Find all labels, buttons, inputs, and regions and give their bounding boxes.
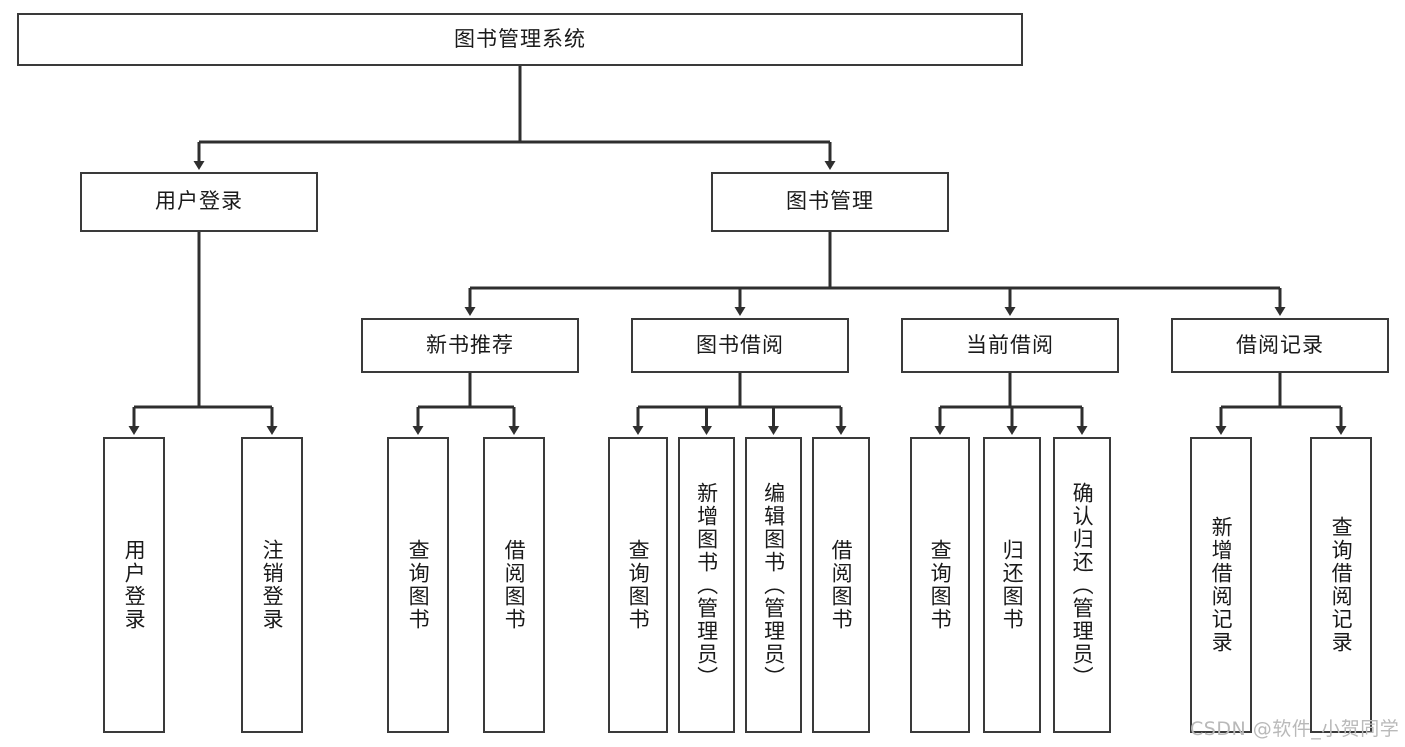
node-leaf-user-login[interactable]: 用户登录 — [103, 437, 165, 733]
node-root[interactable]: 图书管理系统 — [17, 13, 1023, 66]
node-label: 查询图书 — [626, 539, 651, 631]
node-label: 借阅图书 — [829, 539, 854, 631]
node-label: 图书管理系统 — [454, 26, 586, 51]
node-leaf-query-record[interactable]: 查询借阅记录 — [1310, 437, 1372, 733]
node-leaf-borrow-book-rec[interactable]: 借阅图书 — [483, 437, 545, 733]
node-book-borrow[interactable]: 图书借阅 — [631, 318, 849, 373]
node-label: 借阅记录 — [1236, 332, 1324, 357]
node-leaf-add-book[interactable]: 新增图书（管理员） — [678, 437, 735, 733]
node-label: 确认归还（管理员） — [1070, 481, 1095, 689]
node-leaf-edit-book[interactable]: 编辑图书（管理员） — [745, 437, 802, 733]
node-label: 编辑图书（管理员） — [761, 481, 786, 689]
node-label: 当前借阅 — [966, 332, 1054, 357]
node-label: 借阅图书 — [502, 539, 527, 631]
node-new-book-rec[interactable]: 新书推荐 — [361, 318, 579, 373]
node-label: 归还图书 — [1000, 539, 1025, 631]
node-label: 用户登录 — [122, 539, 147, 631]
node-label: 查询借阅记录 — [1329, 516, 1354, 654]
node-label: 新增图书（管理员） — [694, 481, 719, 689]
node-label: 新书推荐 — [426, 332, 514, 357]
node-borrow-record[interactable]: 借阅记录 — [1171, 318, 1389, 373]
node-leaf-borrow-book[interactable]: 借阅图书 — [812, 437, 870, 733]
node-label: 查询图书 — [928, 539, 953, 631]
node-book-manage[interactable]: 图书管理 — [711, 172, 949, 232]
node-label: 查询图书 — [406, 539, 431, 631]
csdn-watermark: CSDN @软件_小贺同学 — [1190, 718, 1400, 740]
node-label: 图书借阅 — [696, 332, 784, 357]
node-label: 图书管理 — [786, 189, 874, 214]
node-current-borrow[interactable]: 当前借阅 — [901, 318, 1119, 373]
node-label: 注销登录 — [260, 539, 285, 631]
node-user-login[interactable]: 用户登录 — [80, 172, 318, 232]
node-leaf-confirm-return[interactable]: 确认归还（管理员） — [1053, 437, 1111, 733]
node-label: 新增借阅记录 — [1209, 516, 1234, 654]
node-leaf-query-book-borrow[interactable]: 查询图书 — [608, 437, 668, 733]
node-leaf-return-book[interactable]: 归还图书 — [983, 437, 1041, 733]
node-leaf-query-book-cur[interactable]: 查询图书 — [910, 437, 970, 733]
node-leaf-add-record[interactable]: 新增借阅记录 — [1190, 437, 1252, 733]
node-leaf-logout[interactable]: 注销登录 — [241, 437, 303, 733]
node-label: 用户登录 — [155, 189, 243, 214]
node-leaf-query-book-rec[interactable]: 查询图书 — [387, 437, 449, 733]
